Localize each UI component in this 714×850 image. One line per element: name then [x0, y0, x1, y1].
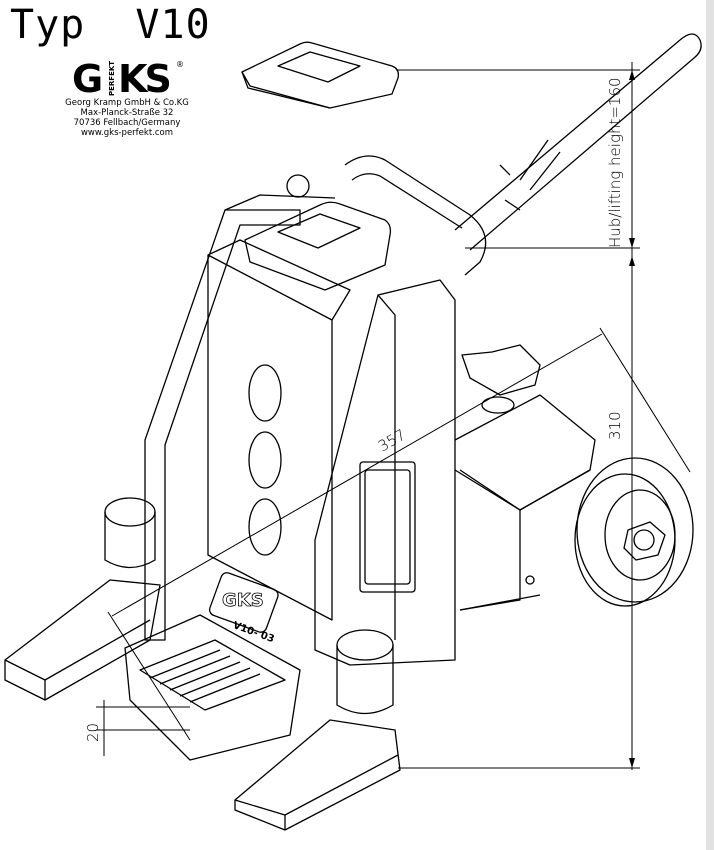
- lifting-height-label: Hub/lifting height=160: [606, 77, 624, 248]
- gearbox: [454, 344, 596, 611]
- name-plate-recess: [359, 461, 416, 593]
- toe: GKS V10- 03: [124, 572, 301, 761]
- frame: [144, 194, 336, 641]
- front-plate: [314, 279, 456, 666]
- logo-brand-2: KS: [118, 58, 169, 98]
- address-line: 70736 Fellbach/Germany: [73, 118, 181, 128]
- model-plate: [208, 572, 279, 633]
- dimension-arrows: [629, 70, 635, 768]
- length-dimension: 357: [375, 426, 409, 456]
- plate-model: V10- 03: [231, 620, 275, 645]
- pin: [286, 174, 310, 198]
- logo-sub: PERFEKT: [108, 61, 116, 96]
- company-address: Georg Kramp GmbH & Co.KG Max-Planck-Stra…: [42, 98, 212, 138]
- right-foot: [234, 629, 401, 831]
- cylinder: [104, 497, 156, 527]
- logo-brand: G: [72, 58, 103, 98]
- address-line: Georg Kramp GmbH & Co.KG: [65, 98, 189, 108]
- gks-logo: G PERFEKT KS ®: [72, 58, 184, 98]
- page-title: Typ V10: [10, 2, 211, 48]
- cylinder: [336, 629, 394, 661]
- address-line: Max-Planck-Straße 32: [80, 108, 174, 118]
- handle: [344, 33, 702, 276]
- address-line: www.gks-perfekt.com: [80, 128, 174, 138]
- lifting-column: [207, 201, 392, 621]
- dimension-lines: [96, 62, 691, 770]
- star-knob: [461, 344, 541, 396]
- left-foot: [4, 497, 161, 701]
- wheel: [574, 457, 694, 607]
- scrollbar[interactable]: [706, 0, 714, 850]
- lifting-pad-detail: [241, 41, 400, 109]
- registered-mark: ®: [176, 60, 184, 69]
- toe-height-dimension: 20: [84, 723, 102, 742]
- height-dimension: 310: [606, 411, 624, 440]
- plate-brand: GKS: [222, 590, 264, 611]
